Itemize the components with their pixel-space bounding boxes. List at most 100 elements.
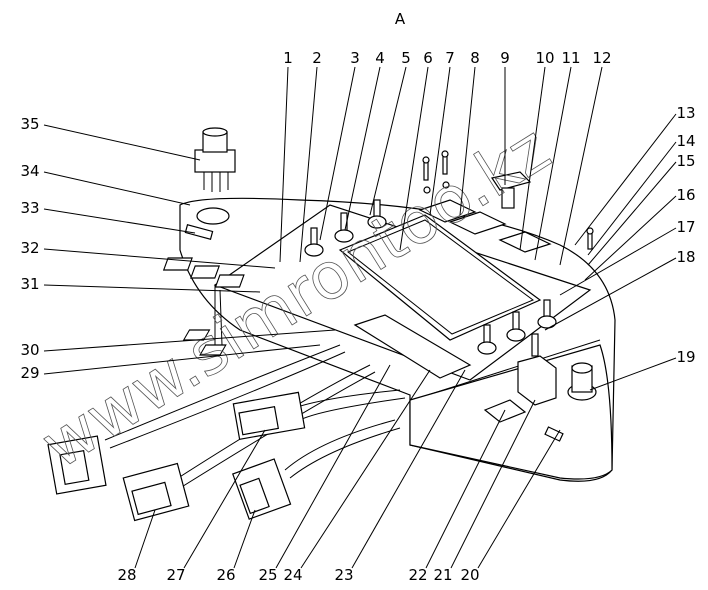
callout-number: 2 xyxy=(312,49,322,67)
indicator-lamp-9 xyxy=(491,171,532,191)
leader-line xyxy=(587,141,677,256)
leader-line xyxy=(399,66,429,251)
callout-18: 18 xyxy=(544,248,696,331)
connector-28 xyxy=(122,462,190,522)
leader-line xyxy=(351,369,466,569)
callout-31: 31 xyxy=(20,275,261,293)
toggle-switches xyxy=(304,199,557,355)
callout-number: 30 xyxy=(20,341,39,359)
callout-number: 33 xyxy=(20,199,39,217)
callout-7: 7 xyxy=(429,49,455,216)
leader-line xyxy=(43,329,336,352)
callout-number: 28 xyxy=(117,566,136,584)
callout-number: 11 xyxy=(561,49,580,67)
callout-25: 25 xyxy=(258,364,391,584)
callout-number: 18 xyxy=(676,248,695,266)
callout-29: 29 xyxy=(20,344,321,382)
label-plate-33 xyxy=(184,224,214,240)
callout-20: 20 xyxy=(460,429,561,584)
callout-33: 33 xyxy=(20,199,196,234)
callout-16: 16 xyxy=(584,186,696,281)
wire-harness xyxy=(104,344,406,489)
callout-number: 22 xyxy=(408,566,427,584)
connector-27 xyxy=(232,391,306,440)
leader-line xyxy=(43,171,191,206)
leader-line xyxy=(450,399,536,569)
leader-line xyxy=(534,66,572,261)
leader-line xyxy=(429,66,451,216)
callout-8: 8 xyxy=(459,49,480,216)
callout-30: 30 xyxy=(20,329,336,359)
callout-26: 26 xyxy=(216,509,256,584)
callout-11: 11 xyxy=(534,49,581,261)
leader-line xyxy=(233,509,256,569)
leader-line xyxy=(279,66,289,263)
callout-10: 10 xyxy=(519,49,555,251)
callout-3: 3 xyxy=(319,49,360,241)
callout-number: 27 xyxy=(166,566,185,584)
leader-line xyxy=(584,195,677,281)
callout-number: 9 xyxy=(500,49,510,67)
callout-21: 21 xyxy=(433,399,536,584)
callout-number: 19 xyxy=(676,348,695,366)
callout-number: 15 xyxy=(676,152,695,170)
callout-15: 15 xyxy=(587,152,696,266)
leader-line xyxy=(559,227,677,296)
leader-line xyxy=(589,357,677,391)
connector-28-left xyxy=(47,435,107,495)
bracket-wall xyxy=(214,285,223,346)
connector-26 xyxy=(232,458,292,520)
callout-number: 3 xyxy=(350,49,360,67)
callout-number: 32 xyxy=(20,239,39,257)
leader-line xyxy=(559,66,603,266)
leader-line xyxy=(183,429,266,569)
callout-number: 23 xyxy=(334,566,353,584)
callout-number: 5 xyxy=(401,49,411,67)
toggle-switch-box xyxy=(517,355,557,406)
callout-4: 4 xyxy=(344,49,385,231)
callout-number: 1 xyxy=(283,49,293,67)
callout-23: 23 xyxy=(334,369,466,584)
callout-19: 19 xyxy=(589,348,696,391)
callout-2: 2 xyxy=(299,49,322,263)
callout-1: 1 xyxy=(279,49,293,263)
leader-line xyxy=(574,113,677,246)
callout-number: 26 xyxy=(216,566,235,584)
callout-number: 14 xyxy=(676,132,695,150)
view-label: A xyxy=(395,10,406,28)
screws xyxy=(422,150,594,250)
leader-line xyxy=(459,66,476,216)
leader-line xyxy=(275,364,391,569)
callout-number: 17 xyxy=(676,218,695,236)
callout-number: 29 xyxy=(20,364,39,382)
leader-line xyxy=(300,369,431,569)
callout-number: 31 xyxy=(20,275,39,293)
leader-line xyxy=(43,248,276,269)
panel-parts xyxy=(47,127,616,522)
callout-35: 35 xyxy=(20,115,201,161)
leader-line xyxy=(344,66,381,231)
leader-line xyxy=(369,66,407,216)
callout-number: 20 xyxy=(460,566,479,584)
callout-number: 4 xyxy=(375,49,385,67)
callout-12: 12 xyxy=(559,49,612,266)
leader-line xyxy=(43,344,321,375)
callout-number: 6 xyxy=(423,49,433,67)
leader-line xyxy=(544,257,677,331)
callout-5: 5 xyxy=(369,49,411,216)
callout-number: 8 xyxy=(470,49,480,67)
callout-number: 12 xyxy=(592,49,611,67)
label-plate-20 xyxy=(544,426,564,442)
callout-number: 25 xyxy=(258,566,277,584)
callout-24: 24 xyxy=(283,369,431,584)
leader-line xyxy=(587,161,677,266)
callout-9: 9 xyxy=(500,49,510,185)
leader-line xyxy=(134,509,156,569)
leader-line xyxy=(43,208,196,234)
leader-line xyxy=(299,66,318,263)
callout-27: 27 xyxy=(166,429,266,584)
rocker-switch-block-bottom xyxy=(182,314,472,379)
